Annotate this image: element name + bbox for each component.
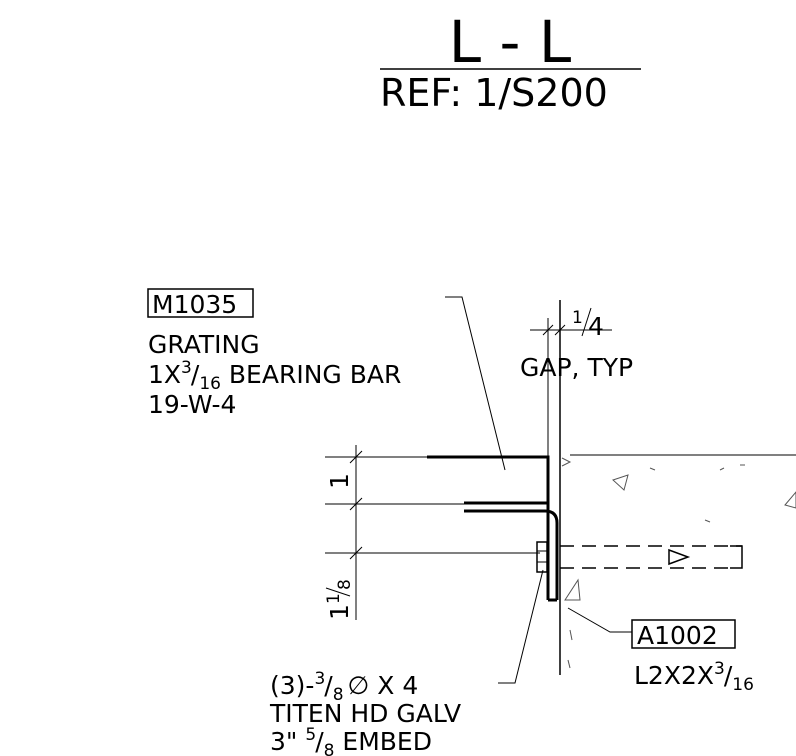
angle-profile [464,509,559,600]
steel-angle [464,503,559,602]
anchor-line1-post: X 4 [369,671,418,700]
section-title: L - L REF: 1/S200 [380,8,641,115]
grating-line2-sup: 3 [181,358,192,378]
anchor-callout: (3)-3/8∅ X 4 TITEN HD GALV 3" 5/8 EMBED [269,569,544,756]
anchor-line1-sup: 3 [314,669,325,689]
grating-line2-slash: / [191,360,200,389]
gap-dimension: 1 4 GAP, TYP [520,307,633,457]
gap-tick [554,324,566,336]
aggregate-mark [649,467,656,471]
angle-size: L2X2X3/16 [634,659,754,695]
anchor-line3-slash: / [315,727,324,756]
grating-line2-pre: 1X [148,360,181,389]
anchor-thread-mark [668,548,691,566]
anchor-line2: TITEN HD GALV [269,699,461,728]
aggregate-mark [719,467,725,471]
anchor-tip [730,545,743,569]
grating-leader [445,296,506,471]
grating-callout: M1035 GRATING 1X3/16 BEARING BAR 19-W-4 [147,288,506,471]
dim-upper-value: 1 [325,473,354,489]
grating-section [427,455,550,505]
angle-size-sub: 16 [732,675,754,695]
angle-size-pre: L2X2X [634,661,714,690]
vertical-dimensions: 1 1 1 8 [324,445,540,620]
gap-fraction-slash [581,307,592,337]
grating-line1: GRATING [148,330,260,359]
section-mark: L - L [449,8,571,76]
slab-edge-hatch [561,457,572,467]
dim-lower-whole: 1 [325,604,354,620]
dim-lower-num: 1 [324,593,344,604]
section-reference: REF: 1/S200 [380,71,608,115]
anchor-leader [498,569,544,684]
aggregate-mark [567,659,571,669]
grating-line2: 1X3/16 BEARING BAR [148,358,401,394]
concrete-slab [559,300,796,675]
aggregate-mark [784,491,796,509]
dim-lower-den: 8 [335,579,355,590]
anchor-line1-sub: 8 [333,685,344,705]
grating-line2-post: BEARING BAR [221,360,401,389]
angle-callout: A1002 L2X2X3/16 [567,607,754,695]
angle-leader [567,607,632,633]
anchor-line3-post: EMBED [334,727,432,756]
grating-tag-box [147,288,254,318]
gap-fraction-den: 4 [588,312,604,341]
angle-size-sup: 3 [714,659,725,679]
gap-label: GAP, TYP [520,353,633,382]
gap-fraction-num: 1 [572,308,583,328]
grating-tag: M1035 [152,290,237,319]
anchor-line3: 3" 5/8 EMBED [270,725,432,756]
anchor-line3-sub: 8 [324,741,335,756]
grating-profile [427,455,550,505]
aggregate-mark [564,578,581,601]
gap-tick [542,324,554,336]
aggregate-mark [612,474,629,491]
aggregate-mark [704,519,711,523]
dim-tick [349,450,363,464]
angle-tag-box [631,619,736,649]
anchor-line3-sup: 5 [305,725,316,745]
dim-lower-slash [325,587,351,597]
dim-tick [349,497,363,511]
diameter-icon: ∅ [348,671,370,700]
anchor-line1-slash: / [324,671,333,700]
dim-lower-value: 1 1 8 [324,579,355,620]
anchor-line1-pre: (3)- [270,671,314,700]
aggregate-mark [569,629,573,641]
anchor-bolt [536,541,743,573]
angle-size-slash: / [724,661,733,690]
angle-tag: A1002 [637,621,718,650]
grating-line3: 19-W-4 [148,390,236,419]
anchor-line1: (3)-3/8∅ X 4 [270,669,418,705]
dim-tick [349,546,363,560]
anchor-nut [536,541,548,573]
anchor-line3-pre: 3" [270,727,305,756]
grating-line2-sub: 16 [199,374,221,394]
